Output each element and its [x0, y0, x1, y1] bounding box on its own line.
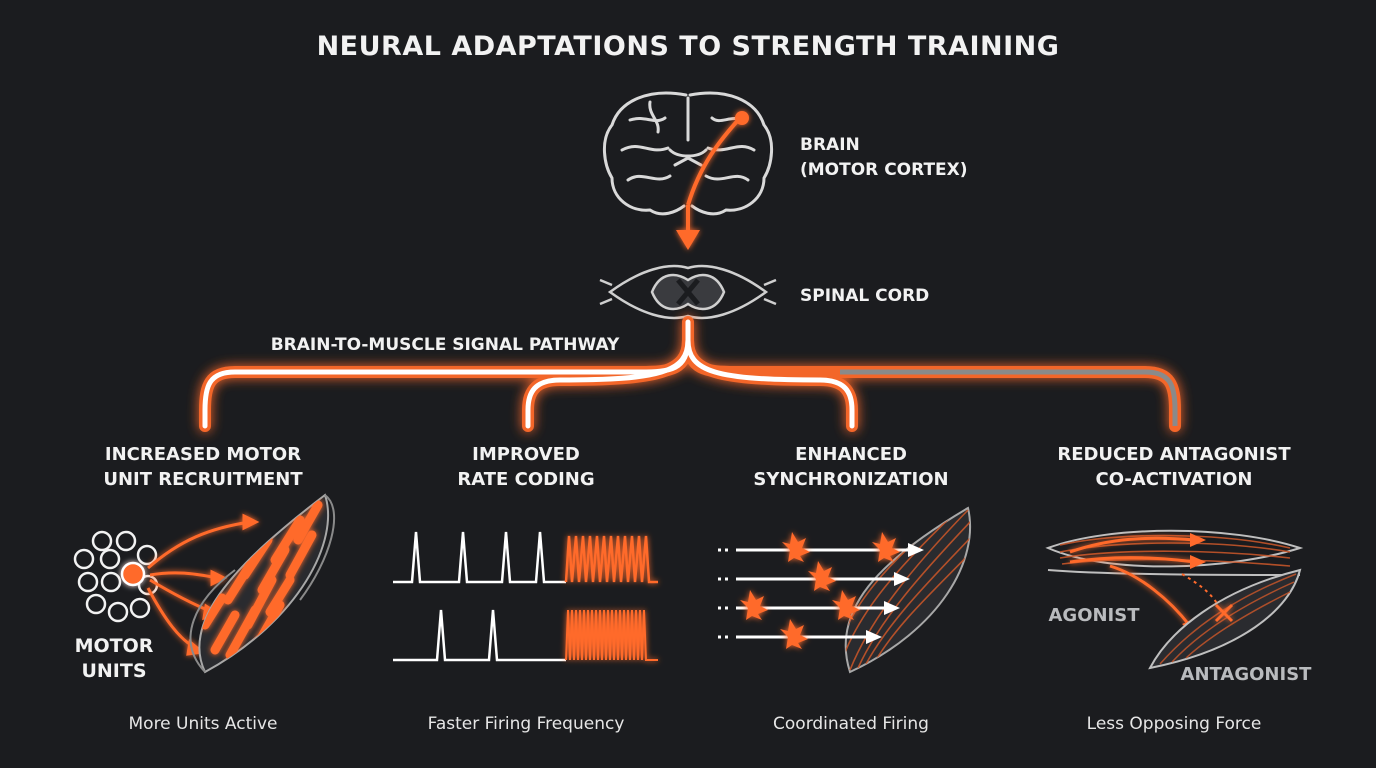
- caption-antagonist: Less Opposing Force: [1087, 714, 1262, 734]
- antagonist-label: ANTAGONIST: [1181, 664, 1313, 685]
- caption-synchronization: Coordinated Firing: [773, 714, 929, 734]
- adaptation-synchronization: ENHANCED SYNCHRONIZATION: [753, 444, 948, 490]
- agonist-label: AGONIST: [1048, 605, 1140, 626]
- motor-units-label-line1: MOTOR: [75, 635, 154, 657]
- motor-cortex-signal: [676, 111, 749, 250]
- caption-recruitment: More Units Active: [129, 714, 278, 734]
- spinal-label: SPINAL CORD: [800, 286, 929, 306]
- brain-label-line2: (MOTOR CORTEX): [800, 160, 968, 180]
- heading-rate-line2: RATE CODING: [457, 469, 594, 490]
- rate-coding-trace-top: [393, 531, 658, 584]
- inhibition-x-icon: [1214, 603, 1234, 623]
- brain-label-line1: BRAIN: [800, 135, 860, 155]
- sync-burst-markers: [740, 532, 900, 649]
- rate-coding-trace-bottom: [393, 609, 658, 662]
- caption-rate-coding: Faster Firing Frequency: [428, 714, 625, 734]
- synchronized-muscle-icon: [844, 506, 972, 674]
- heading-antagonist-line1: REDUCED ANTAGONIST: [1057, 444, 1291, 465]
- heading-rate-line1: IMPROVED: [472, 444, 580, 465]
- adaptation-rate-coding: IMPROVED RATE CODING: [457, 444, 594, 490]
- signal-pathway: [140, 316, 1238, 432]
- adaptation-recruitment: INCREASED MOTOR UNIT RECRUITMENT: [103, 444, 303, 490]
- motor-units-label-line2: UNITS: [81, 660, 146, 682]
- heading-antagonist-line2: CO-ACTIVATION: [1095, 469, 1252, 490]
- heading-recruitment-line2: UNIT RECRUITMENT: [103, 469, 303, 490]
- heading-sync-line1: ENHANCED: [795, 444, 907, 465]
- page-title: NEURAL ADAPTATIONS TO STRENGTH TRAINING: [317, 31, 1060, 62]
- antagonist-muscle-icon: [1148, 568, 1302, 670]
- adaptation-antagonist: REDUCED ANTAGONIST CO-ACTIVATION: [1057, 444, 1291, 490]
- brain-icon: [603, 91, 773, 216]
- spinal-cord-icon: [599, 264, 777, 320]
- heading-recruitment-line1: INCREASED MOTOR: [105, 444, 301, 465]
- motor-units-cluster: [73, 530, 159, 623]
- heading-sync-line2: SYNCHRONIZATION: [753, 469, 948, 490]
- pathway-label: BRAIN-TO-MUSCLE SIGNAL PATHWAY: [271, 335, 620, 355]
- recruited-muscle-icon: [189, 493, 336, 674]
